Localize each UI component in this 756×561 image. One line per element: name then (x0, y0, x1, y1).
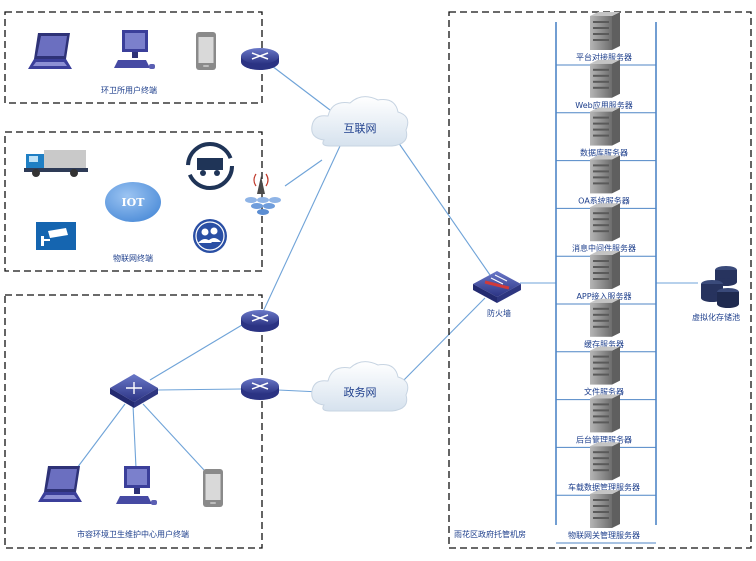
storage-pool-icon (701, 266, 739, 308)
link-switch-router3 (157, 388, 243, 391)
link-switch-desktop (132, 404, 137, 469)
zone-center-terminals (4, 294, 263, 549)
link-tower-internet (284, 159, 323, 187)
server-label: 缓存服务器 (584, 339, 624, 349)
zone-label-iot: 物联网终端 (113, 253, 153, 263)
server-icon (590, 251, 620, 289)
server-icon (590, 59, 620, 98)
firewall-icon (473, 271, 521, 303)
server-label: 文件服务器 (584, 387, 624, 397)
desktop-computer-icon (114, 30, 155, 69)
server-label: 消息中间件服务器 (572, 243, 636, 253)
wireless-tower-icon (245, 173, 281, 215)
link-switch-laptop (73, 403, 126, 473)
laptop-icon-2 (38, 466, 82, 502)
connection-links (73, 65, 698, 473)
storage-label: 虚拟化存储池 (692, 312, 740, 322)
internet-cloud: 互联网 (311, 96, 409, 147)
server-label: OA系统服务器 (578, 195, 630, 205)
internet-label: 互联网 (344, 122, 377, 135)
link-switch-router2 (149, 324, 243, 381)
firewall-label: 防火墙 (487, 308, 511, 318)
zone-label-sanitation: 环卫所用户终端 (101, 85, 157, 95)
server-icon (590, 346, 620, 385)
group-users-icon (193, 219, 227, 253)
router-icon-2 (241, 310, 279, 332)
garbage-truck-recycle-icon (186, 142, 234, 190)
link-govnet-firewall (396, 297, 486, 388)
server-icon (590, 155, 620, 194)
desktop-computer-icon-2 (116, 466, 157, 505)
truck-icon (24, 150, 88, 177)
server-icon (590, 298, 620, 337)
server-icon (590, 442, 620, 481)
link-internet-firewall (397, 141, 491, 276)
laptop-icon (28, 33, 72, 69)
server-icon (590, 203, 620, 242)
smartphone-icon-2 (203, 469, 223, 507)
server-label: 数据库服务器 (580, 148, 628, 158)
zone-label-datacenter: 雨花区政府托管机房 (454, 529, 526, 539)
iot-label: IOT (122, 196, 146, 209)
server-icon (590, 12, 620, 50)
smartphone-icon (196, 32, 216, 70)
router-icon-3 (241, 378, 279, 400)
iot-icon: IOT (105, 182, 161, 222)
government-network-cloud: 政务网 (311, 361, 409, 412)
government-network-label: 政务网 (344, 385, 377, 399)
zone-datacenter (448, 11, 752, 549)
network-switch-icon (110, 374, 158, 408)
server-label: 后台管理服务器 (576, 434, 632, 444)
server-label: APP接入服务器 (576, 291, 631, 301)
server-icon (590, 490, 620, 528)
link-router2-internet (261, 145, 341, 315)
server-icon (590, 394, 620, 433)
server-label: Web应用服务器 (575, 100, 632, 110)
router-icon-1 (241, 48, 279, 70)
server-label: 车载数据管理服务器 (568, 482, 640, 492)
server-label: 平台对接服务器 (576, 52, 632, 62)
surveillance-camera-icon (36, 222, 76, 250)
link-router1-internet (271, 65, 331, 111)
link-switch-phone (142, 403, 205, 471)
server-icon (590, 107, 620, 146)
server-label: 物联网关管理服务器 (568, 530, 640, 540)
zone-label-center: 市容环境卫生维护中心用户终端 (77, 529, 189, 539)
